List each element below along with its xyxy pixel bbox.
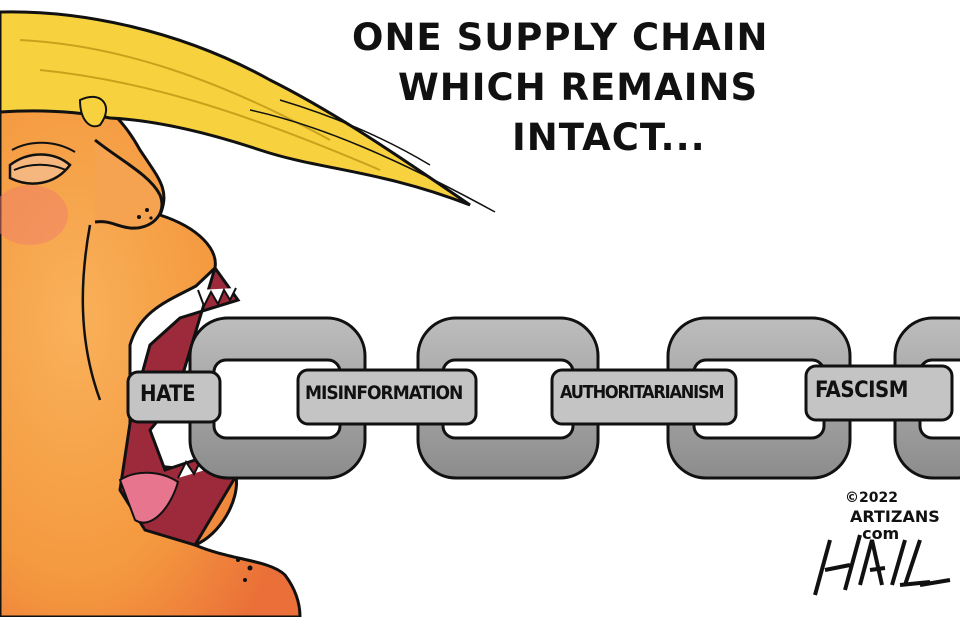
chain-label-hate: HATE bbox=[140, 382, 196, 407]
chain-bar-hate bbox=[126, 370, 222, 424]
chain-label-misinformation: MISINFORMATION bbox=[305, 382, 463, 404]
copyright-year: ©2022 bbox=[845, 490, 898, 506]
open-mouth bbox=[118, 264, 241, 547]
artizans-line-1: ARTIZANS bbox=[850, 507, 940, 526]
chain-label-authoritarianism: AUTHORITARIANISM bbox=[560, 382, 725, 403]
chain bbox=[126, 316, 960, 480]
chain-bar-misinformation bbox=[296, 368, 478, 426]
signature-mark bbox=[813, 534, 951, 596]
artizans-line-2: .com bbox=[856, 524, 900, 543]
chain-bar-authoritarianism bbox=[550, 368, 738, 426]
caption-line-2: WHICH REMAINS bbox=[398, 66, 759, 109]
chain-label-fascism: FASCISM bbox=[815, 378, 908, 403]
artizans-credit: ARTIZANS .com bbox=[850, 508, 940, 542]
caption-line-3: INTACT... bbox=[512, 116, 706, 159]
caption-line-1: ONE SUPPLY CHAIN bbox=[352, 16, 769, 59]
chain-bar-fascism bbox=[804, 364, 954, 422]
hair bbox=[0, 10, 496, 213]
